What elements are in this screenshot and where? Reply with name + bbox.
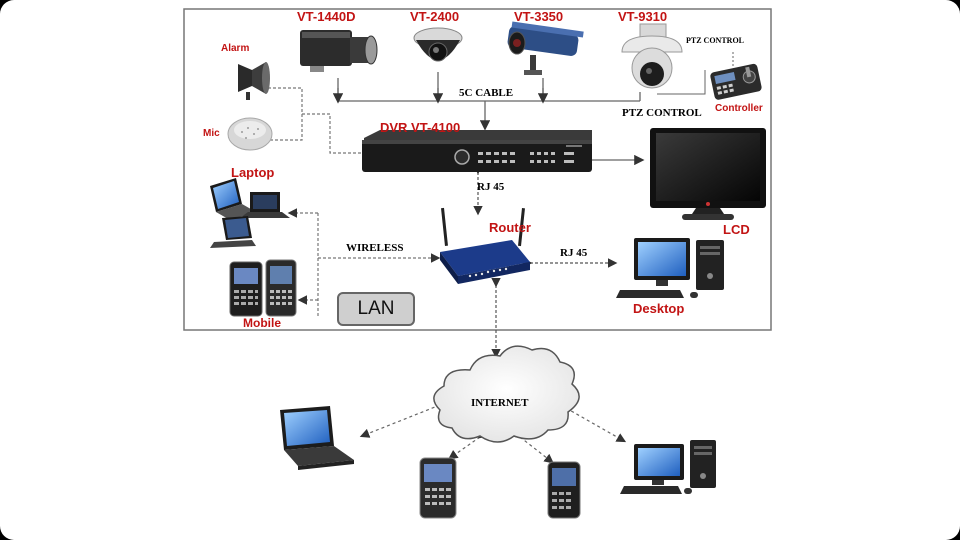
bullet-camera-icon (507, 21, 584, 75)
mic-label: Mic (203, 128, 220, 139)
internet-cloud-icon (433, 345, 580, 443)
mobile-label: Mobile (243, 316, 281, 330)
cable-label: 5C CABLE (459, 87, 514, 99)
camera-label-vt2400: VT-2400 (410, 9, 460, 24)
ptz-control-line (657, 70, 706, 95)
camera-label-vt1440d: VT-1440D (297, 9, 356, 24)
box-camera-icon (300, 30, 378, 72)
rj45-dvr-label: RJ 45 (477, 181, 505, 193)
lan-mobile-icon-2 (265, 259, 297, 317)
wireless-link (287, 208, 441, 318)
lan-badge: LAN (337, 292, 415, 326)
lcd-monitor-icon (650, 128, 766, 220)
alarm-siren-icon (238, 62, 270, 100)
laptop-label: Laptop (231, 165, 275, 180)
router-icon (440, 207, 530, 284)
camera-label-vt9310: VT-9310 (618, 9, 668, 24)
router-label: Router (489, 220, 531, 235)
lan-mobile-icon-1 (229, 261, 263, 317)
ptz-control-label: PTZ CONTROL (622, 107, 702, 119)
internet-desktop-icon (620, 440, 716, 494)
ptz-controller-icon (710, 63, 762, 100)
rj45-desktop-label: RJ 45 (560, 247, 588, 259)
internet-laptop-icon (280, 406, 354, 470)
dvr-label: DVR VT-4100 (380, 120, 461, 135)
internet-label: INTERNET (471, 397, 529, 409)
controller-label: Controller (715, 103, 763, 114)
desktop-label: Desktop (633, 301, 685, 316)
dome-camera-icon (413, 27, 463, 62)
lan-laptop-icon-2 (240, 192, 290, 218)
audio-lines (268, 87, 362, 154)
lan-laptop-icon-3 (210, 216, 256, 248)
ptz-camera-icon (621, 23, 683, 89)
camera-label-vt3350: VT-3350 (514, 9, 564, 24)
microphone-icon (227, 117, 273, 151)
alarm-label: Alarm (221, 43, 250, 54)
lan-laptop-icon-1 (210, 178, 256, 220)
ptz-control-top-label: PTZ CONTROL (686, 36, 745, 45)
lan-badge-text: LAN (357, 298, 395, 319)
internet-mobile-icon-2 (547, 461, 581, 519)
dvr-recorder-icon (362, 130, 592, 172)
wireless-label: WIRELESS (346, 242, 404, 254)
lcd-label: LCD (723, 222, 750, 237)
internet-links (359, 397, 627, 464)
internet-mobile-icon-1 (419, 457, 457, 519)
lan-boundary (183, 8, 772, 331)
lan-desktop-icon (616, 238, 724, 298)
